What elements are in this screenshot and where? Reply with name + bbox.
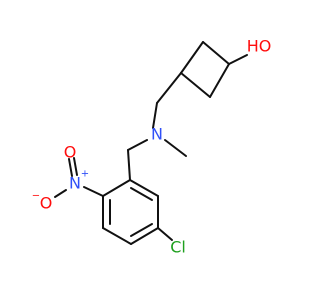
bond-ring-c2-c3 — [180, 41, 204, 74]
nitro-oxygen-top-label: O — [64, 143, 77, 162]
bond-aryl-c-d — [130, 227, 159, 245]
bond-aryl-nitro — [83, 186, 104, 197]
bond-nitro-o-single — [54, 189, 67, 198]
bond-aryl-a-b-inner — [130, 187, 153, 201]
bond-nitro-o-double-a — [68, 158, 73, 177]
nitro-nitrogen-label: N — [69, 174, 81, 193]
structure-canvas: HO N N + O O − Cl — [32, 37, 272, 257]
chloro-label: Cl — [170, 238, 186, 257]
bond-aryl-a-b — [129, 179, 159, 197]
bond-c-oh — [228, 54, 248, 65]
molecule-diagram: HO N N + O O − Cl — [32, 37, 272, 257]
nitro-oxygen-bottom-label: O — [40, 194, 53, 213]
bond-ring-ch2 — [156, 72, 182, 104]
amine-nitrogen-label: N — [151, 125, 163, 144]
bond-ch2-n — [152, 102, 158, 129]
nitro-oxygen-charge: − — [32, 191, 40, 202]
bond-aryl-f-a — [102, 179, 131, 197]
bond-ring-c1-c2 — [202, 41, 230, 65]
bond-nitro-o-double-b — [73, 157, 78, 176]
bond-n-methyl — [164, 139, 187, 157]
bond-c-cl — [157, 227, 173, 241]
hydroxyl-label: HO — [247, 37, 272, 56]
bond-ring-c4-c1 — [209, 63, 230, 98]
bond-aryl-d-e — [102, 227, 132, 245]
bond-ring-c3-c4 — [180, 72, 211, 98]
nitro-nitrogen-charge: + — [81, 169, 89, 180]
bond-n-benzyl-ch2 — [127, 139, 148, 151]
bond-aryl-c-d-inner — [130, 223, 153, 237]
bond-ch2-aryl — [127, 149, 131, 181]
